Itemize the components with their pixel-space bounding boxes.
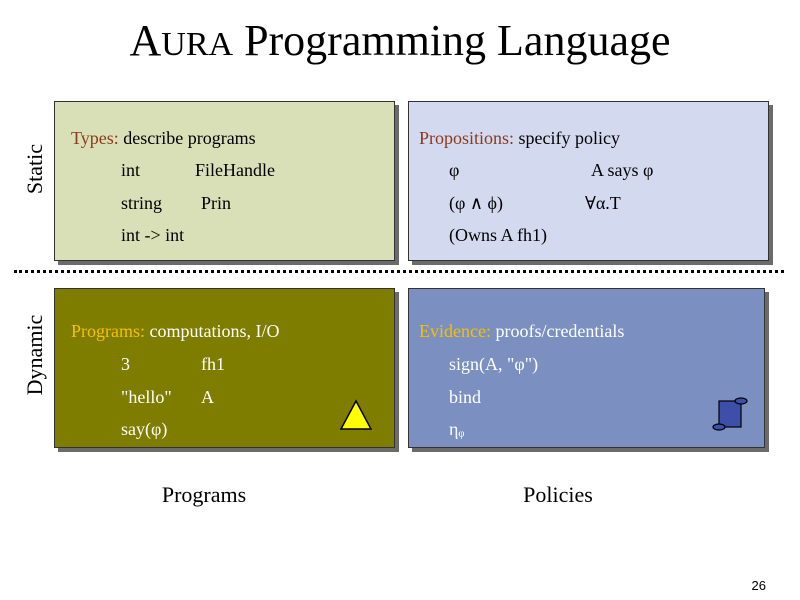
propositions-heading: Propositions: — [419, 128, 515, 148]
types-item: FileHandle — [195, 160, 275, 180]
propositions-item: ∀α.T — [585, 193, 621, 213]
programs-box: Programs: computations, I/O 3 fh1 "hello… — [54, 288, 395, 448]
column-label-programs: Programs — [161, 482, 247, 507]
types-desc: describe programs — [118, 128, 256, 148]
programs-item: "hello" — [121, 387, 172, 407]
types-heading: Types: — [71, 128, 119, 148]
page-number: 26 — [751, 578, 766, 593]
evidence-item: bind — [449, 387, 482, 407]
propositions-box: Propositions: specify policy φ A says φ … — [408, 101, 769, 261]
propositions-item: φ — [449, 160, 460, 180]
programs-item: A — [201, 387, 214, 407]
title-small-caps: URA — [161, 26, 234, 63]
evidence-item: ηᵩ — [449, 419, 465, 439]
evidence-desc: proofs/credentials — [490, 321, 625, 341]
types-item: int — [121, 160, 141, 180]
programs-item: say(φ) — [121, 419, 168, 439]
programs-heading: Programs: — [71, 321, 145, 341]
propositions-item: (Owns A fh1) — [449, 225, 547, 245]
evidence-box: Evidence: proofs/credentials sign(A, "φ"… — [408, 288, 765, 448]
scroll-icon — [712, 397, 748, 431]
warning-triangle-icon — [339, 399, 373, 430]
programs-item: fh1 — [201, 354, 225, 374]
static-dynamic-divider — [14, 270, 784, 273]
programs-desc: computations, I/O — [145, 321, 280, 341]
row-label-dynamic: Dynamic — [22, 314, 47, 396]
title-initial: A — [129, 16, 162, 65]
evidence-heading: Evidence: — [419, 321, 491, 341]
propositions-item: (φ ∧ ϕ) — [449, 193, 504, 213]
propositions-item: A says φ — [591, 160, 654, 180]
types-item: int -> int — [121, 225, 185, 245]
propositions-desc: specify policy — [514, 128, 621, 148]
types-item: Prin — [201, 193, 232, 213]
row-label-static: Static — [22, 143, 47, 195]
slide-title: AURA Programming Language — [0, 14, 800, 72]
title-rest: Programming Language — [233, 16, 671, 65]
programs-item: 3 — [121, 354, 130, 374]
types-box: Types: describe programs int FileHandle … — [54, 101, 395, 261]
types-item: string — [121, 193, 163, 213]
evidence-item: sign(A, "φ") — [449, 354, 539, 374]
column-label-policies: Policies — [523, 482, 593, 507]
